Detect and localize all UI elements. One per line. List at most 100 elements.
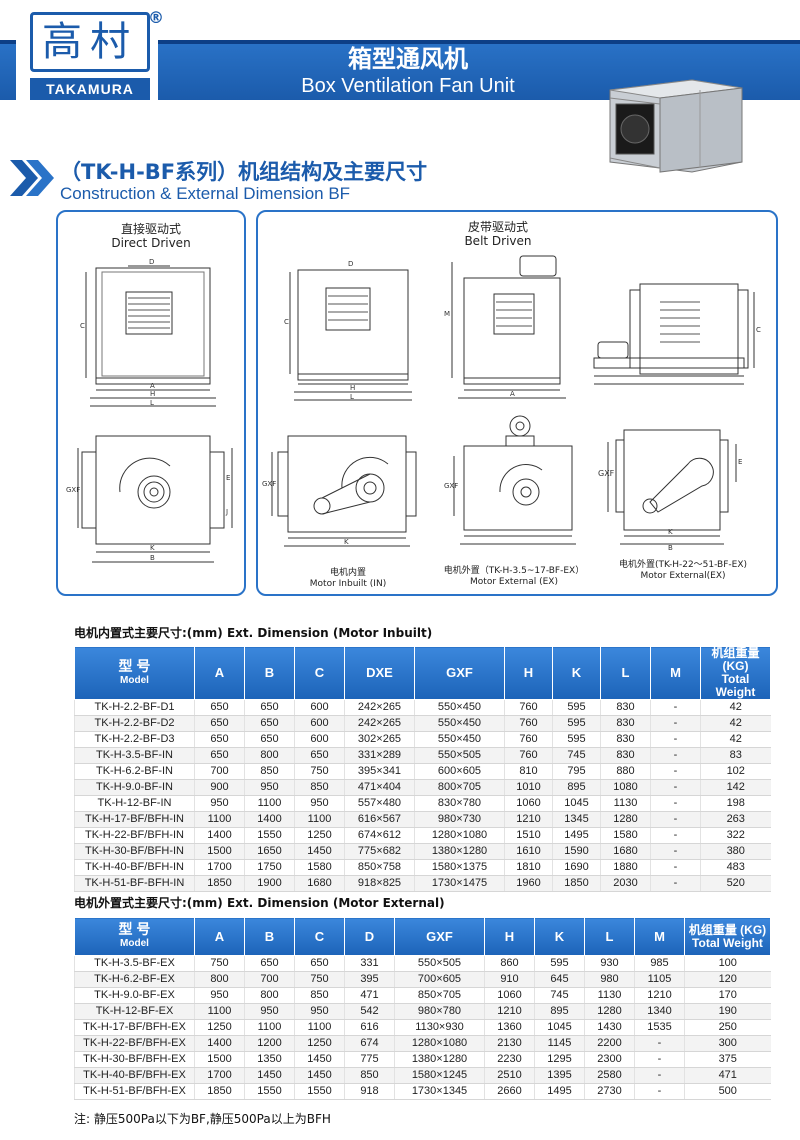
value-cell: 1680: [600, 843, 651, 860]
value-cell: 650: [244, 955, 295, 972]
header-col: GXF: [414, 646, 505, 700]
value-cell: 1350: [244, 1051, 295, 1068]
value-cell: 1495: [552, 827, 601, 844]
belt-label-m: M: [444, 310, 450, 318]
belt-label-e: E: [738, 458, 742, 466]
value-cell: 650: [194, 731, 245, 748]
value-cell: 1730×1345: [394, 1083, 485, 1100]
footnote: 注: 静压500Pa以下为BF,静压500Pa以上为BFH: [74, 1112, 331, 1126]
value-cell: -: [634, 1051, 685, 1068]
belt-label-c: C: [284, 318, 289, 326]
dim-label-a: A: [150, 382, 155, 390]
dim-label-gxf: GXF: [66, 486, 80, 494]
value-cell: 760: [504, 731, 553, 748]
belt-label-d: D: [348, 260, 353, 268]
value-cell: 42: [700, 715, 771, 732]
value-cell: 1580: [294, 859, 345, 876]
value-cell: -: [650, 699, 701, 716]
value-cell: 550×450: [414, 715, 505, 732]
header-weight-cn: 机组重量 (KG): [711, 646, 760, 673]
belt-driven-drawing: D C M H L A C GXF GXF GXF E K K B: [262, 255, 761, 552]
value-cell: 950: [194, 795, 245, 812]
value-cell: 1730×1475: [414, 875, 505, 892]
value-cell: 1045: [534, 1019, 585, 1036]
value-cell: 198: [700, 795, 771, 812]
belt-label-l: L: [350, 393, 354, 401]
value-cell: 1495: [534, 1083, 585, 1100]
value-cell: 918×825: [344, 875, 415, 892]
value-cell: 2030: [600, 875, 651, 892]
value-cell: 1550: [244, 827, 295, 844]
direct-driven-panel: 直接驱动式 Direct Driven D C A H L GXF E J K …: [56, 210, 246, 596]
value-cell: 542: [344, 1003, 395, 1020]
value-cell: 1340: [634, 1003, 685, 1020]
value-cell: 483: [700, 859, 771, 876]
model-cell: TK-H-17-BF/BFH-EX: [74, 1019, 195, 1036]
value-cell: 2660: [484, 1083, 535, 1100]
value-cell: 850: [294, 779, 345, 796]
value-cell: 800: [194, 971, 245, 988]
model-cell: TK-H-2.2-BF-D2: [74, 715, 195, 732]
belt-label-a: A: [510, 390, 515, 398]
brand-logo: 高村 TAKAMURA: [16, 8, 158, 104]
value-cell: 950: [294, 1003, 345, 1020]
caption-motor-inbuilt-en: Motor Inbuilt (IN): [309, 579, 387, 589]
value-cell: 1400: [194, 827, 245, 844]
value-cell: 500: [684, 1083, 771, 1100]
value-cell: 471: [344, 987, 395, 1004]
value-cell: 800: [244, 747, 295, 764]
value-cell: -: [650, 843, 701, 860]
value-cell: 1105: [634, 971, 685, 988]
value-cell: 750: [294, 763, 345, 780]
value-cell: 645: [534, 971, 585, 988]
value-cell: 650: [194, 747, 245, 764]
model-cell: TK-H-2.2-BF-D1: [74, 699, 195, 716]
caption-motor-inbuilt: 电机内置 Motor Inbuilt (IN): [298, 568, 398, 590]
dim-label-b: B: [150, 554, 155, 562]
value-cell: 830: [600, 715, 651, 732]
model-cell: TK-H-22-BF/BFH-IN: [74, 827, 195, 844]
header-weight: 机组重量 (KG)Total Weight: [684, 917, 771, 956]
value-cell: 102: [700, 763, 771, 780]
belt-label-b: B: [668, 544, 673, 552]
model-cell: TK-H-40-BF/BFH-EX: [74, 1067, 195, 1084]
value-cell: 2230: [484, 1051, 535, 1068]
value-cell: 600: [294, 715, 345, 732]
caption-motor-external-1-cn: 电机外置（TK-H-3.5~17-BF-EX）: [443, 566, 585, 576]
value-cell: 1345: [552, 811, 601, 828]
value-cell: 1380×1280: [394, 1051, 485, 1068]
value-cell: 1100: [194, 811, 245, 828]
value-cell: 1210: [634, 987, 685, 1004]
value-cell: 850: [294, 987, 345, 1004]
model-cell: TK-H-6.2-BF-IN: [74, 763, 195, 780]
value-cell: 674×612: [344, 827, 415, 844]
value-cell: 1100: [194, 1003, 245, 1020]
value-cell: 850×758: [344, 859, 415, 876]
value-cell: 985: [634, 955, 685, 972]
model-cell: TK-H-9.0-BF-EX: [74, 987, 195, 1004]
value-cell: 550×505: [394, 955, 485, 972]
model-cell: TK-H-40-BF/BFH-IN: [74, 859, 195, 876]
value-cell: 910: [484, 971, 535, 988]
value-cell: 1080: [600, 779, 651, 796]
belt-driven-title-cn: 皮带驱动式: [467, 220, 528, 234]
value-cell: 1250: [194, 1019, 245, 1036]
value-cell: 674: [344, 1035, 395, 1052]
value-cell: 375: [684, 1051, 771, 1068]
value-cell: 520: [700, 875, 771, 892]
value-cell: 800×705: [414, 779, 505, 796]
value-cell: 557×480: [344, 795, 415, 812]
value-cell: 980×780: [394, 1003, 485, 1020]
value-cell: 1535: [634, 1019, 685, 1036]
value-cell: 650: [244, 731, 295, 748]
value-cell: 600: [294, 731, 345, 748]
value-cell: 830: [600, 747, 651, 764]
belt-driven-panel: 皮带驱动式 Belt Driven: [256, 210, 778, 596]
value-cell: 775×682: [344, 843, 415, 860]
value-cell: 42: [700, 699, 771, 716]
value-cell: 830×780: [414, 795, 505, 812]
header-col: DXE: [344, 646, 415, 700]
header-col: L: [584, 917, 635, 956]
